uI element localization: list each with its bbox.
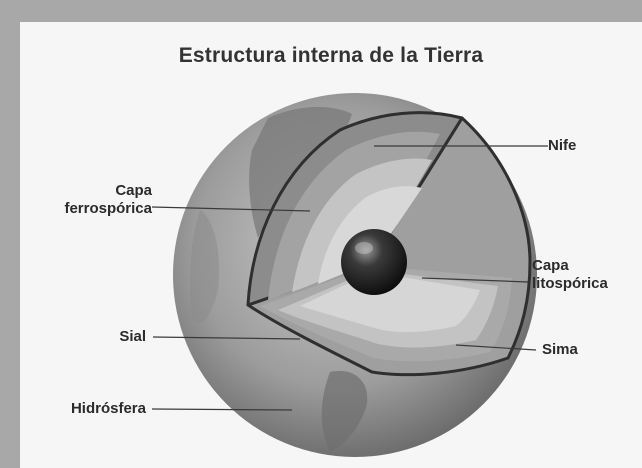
label-hidrosfera: Hidrósfera bbox=[40, 400, 146, 418]
label-capa-litosporica-line1: Capa bbox=[532, 257, 569, 274]
label-nife: Nife bbox=[548, 137, 576, 155]
label-sial: Sial bbox=[92, 328, 146, 346]
inner-core bbox=[341, 229, 407, 295]
litosporica-layer bbox=[300, 272, 480, 333]
leader-line-sial bbox=[152, 336, 301, 340]
inner-core-highlight bbox=[355, 242, 373, 254]
label-capa-ferrosporica-line2: ferrospórica bbox=[64, 200, 152, 217]
continent-south-america bbox=[321, 370, 368, 452]
leader-line-sima bbox=[455, 344, 537, 351]
diagram-title: Estructura interna de la Tierra bbox=[178, 44, 484, 67]
leader-line-hidrosfera bbox=[151, 408, 293, 411]
label-sima-text: Sima bbox=[542, 341, 578, 358]
leader-line-litosporica bbox=[421, 277, 529, 283]
label-capa-ferrosporica-line1: Capa bbox=[115, 182, 152, 199]
label-capa-litosporica: Capa litospórica bbox=[532, 257, 608, 293]
label-sial-text: Sial bbox=[119, 328, 146, 345]
label-capa-ferrosporica: Capa ferrospórica bbox=[42, 182, 152, 218]
label-sima: Sima bbox=[542, 341, 578, 359]
continent-strip-left bbox=[190, 210, 220, 323]
leader-line-ferrosporica bbox=[151, 206, 311, 212]
label-nife-text: Nife bbox=[548, 137, 577, 154]
label-capa-litosporica-line2: litospórica bbox=[532, 275, 608, 292]
label-hidrosfera-text: Hidrósfera bbox=[70, 400, 146, 417]
